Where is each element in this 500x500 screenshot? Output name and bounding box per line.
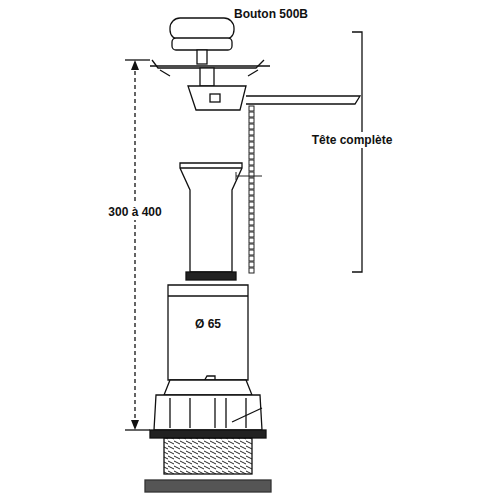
- button-ring: [172, 38, 232, 50]
- chain-link: [249, 256, 254, 261]
- part-name: Tête complète: [310, 132, 395, 148]
- chain-link: [249, 106, 254, 111]
- chain-link: [249, 130, 254, 135]
- overflow-tube: [180, 163, 242, 272]
- chain-link: [249, 214, 254, 219]
- chain-link: [249, 124, 254, 129]
- dimension-tick: [125, 429, 150, 430]
- chain-link: [249, 220, 254, 225]
- base-cage: [154, 395, 262, 430]
- chain-link: [249, 238, 254, 243]
- chain-link: [249, 268, 254, 273]
- dimension: 300 à 400: [106, 204, 163, 220]
- dimension-line: [134, 64, 135, 428]
- chain-link: [249, 250, 254, 255]
- cage-bars: [170, 398, 246, 428]
- base-cone: [164, 380, 252, 395]
- lever-plate: [246, 96, 360, 104]
- chain-link: [249, 142, 254, 147]
- chain-link: [249, 208, 254, 213]
- tube-rim: [180, 167, 242, 168]
- chain: [236, 106, 262, 273]
- chain-link: [249, 202, 254, 207]
- chain-link: [249, 190, 254, 195]
- diameter: Ø 65: [195, 317, 221, 331]
- cage-rod: [214, 398, 215, 428]
- chain-link: [249, 148, 254, 153]
- chain-link: [249, 184, 254, 189]
- chain-link: [249, 178, 254, 183]
- base-seal: [150, 430, 266, 438]
- floor-plate: [145, 480, 271, 492]
- chain-link: [249, 160, 254, 165]
- chain-link: [249, 244, 254, 249]
- hook-bar-line: [150, 65, 270, 66]
- chain-link: [249, 118, 254, 123]
- mechanism-pin: [210, 94, 220, 102]
- chain-link: [249, 226, 254, 231]
- body-band: [168, 295, 248, 296]
- hook-bar: [152, 60, 264, 68]
- valve-body: [168, 285, 248, 380]
- chain-link: [249, 136, 254, 141]
- thread: [164, 438, 252, 474]
- chain-link: [249, 154, 254, 159]
- button-stem: [197, 50, 207, 64]
- chain-link: [249, 166, 254, 171]
- chain-hook: [236, 172, 262, 180]
- tube-seal: [186, 272, 236, 280]
- chain-link: [249, 232, 254, 237]
- mechanism-stem: [200, 68, 214, 86]
- dimension-tick: [125, 59, 150, 60]
- button-cap: [170, 18, 234, 40]
- part-name: Bouton 500B: [234, 7, 308, 21]
- leader: [232, 408, 262, 422]
- chain-link: [249, 262, 254, 267]
- dimension-arrows: [131, 60, 139, 430]
- chain-link: [249, 196, 254, 201]
- mechanism-block: [188, 86, 246, 110]
- head-bracket: [352, 32, 362, 272]
- chain-link: [249, 112, 254, 117]
